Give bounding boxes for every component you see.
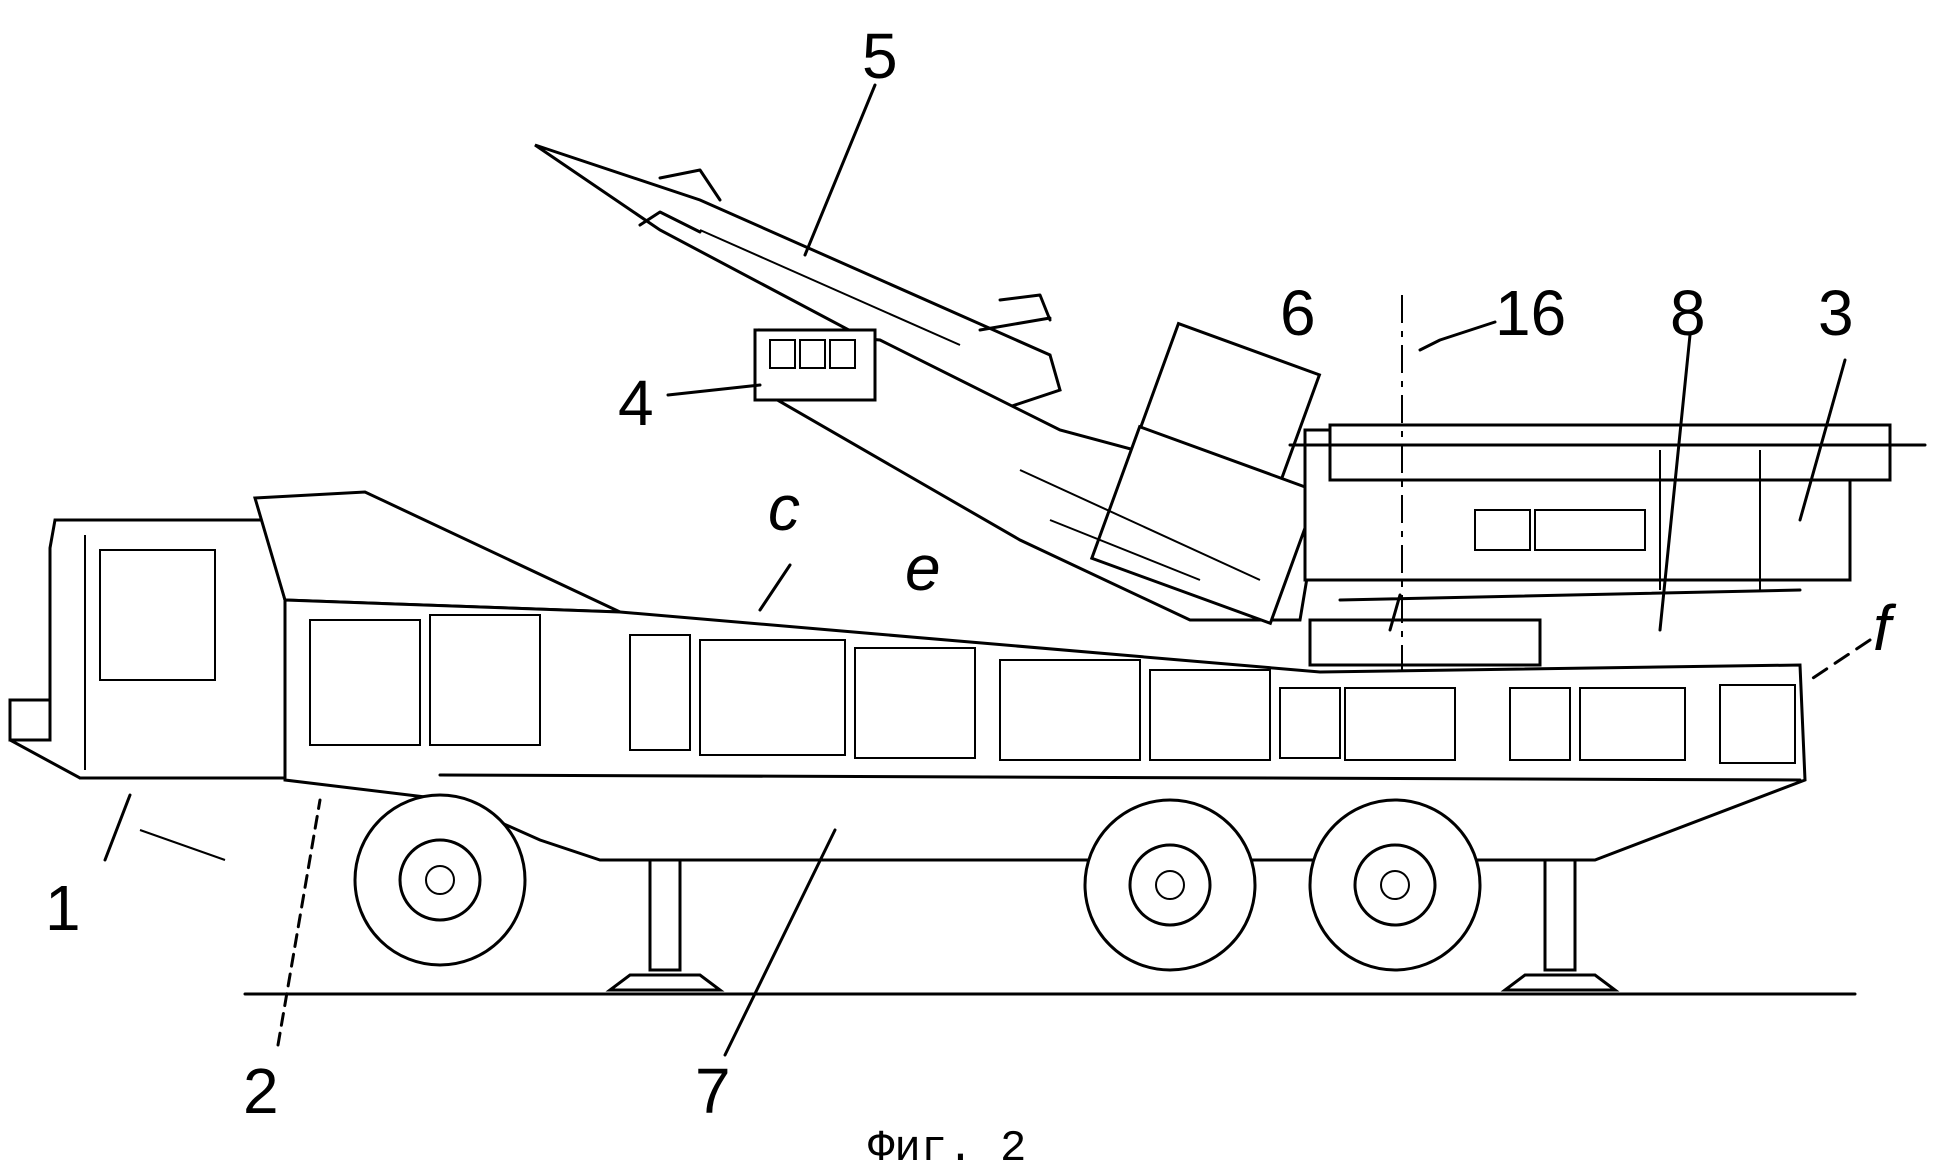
label-1: 1 [45, 872, 81, 944]
label-c: c [768, 472, 800, 544]
label-e: e [905, 532, 941, 604]
front-jack [610, 860, 720, 990]
cab [10, 520, 285, 860]
turntable [1310, 620, 1540, 665]
label-7: 7 [695, 1055, 731, 1127]
label-6: 6 [1280, 277, 1316, 349]
label-f: f [1873, 592, 1897, 664]
middle-wheel [1085, 800, 1255, 970]
label-3: 3 [1818, 277, 1854, 349]
label-2: 2 [243, 1055, 279, 1127]
chassis-body [285, 600, 1805, 860]
label-8: 8 [1670, 277, 1706, 349]
label-4: 4 [618, 367, 654, 439]
figure-caption: Фиг. 2 [868, 1124, 1026, 1173]
front-guide-block [755, 330, 875, 400]
front-wheel [355, 795, 525, 965]
rear-launcher-structure [1290, 425, 1925, 600]
front-fairing [255, 492, 620, 612]
label-5: 5 [862, 20, 898, 92]
label-16: 16 [1495, 277, 1566, 349]
rear-jack [1505, 860, 1615, 990]
rear-wheel [1310, 800, 1480, 970]
